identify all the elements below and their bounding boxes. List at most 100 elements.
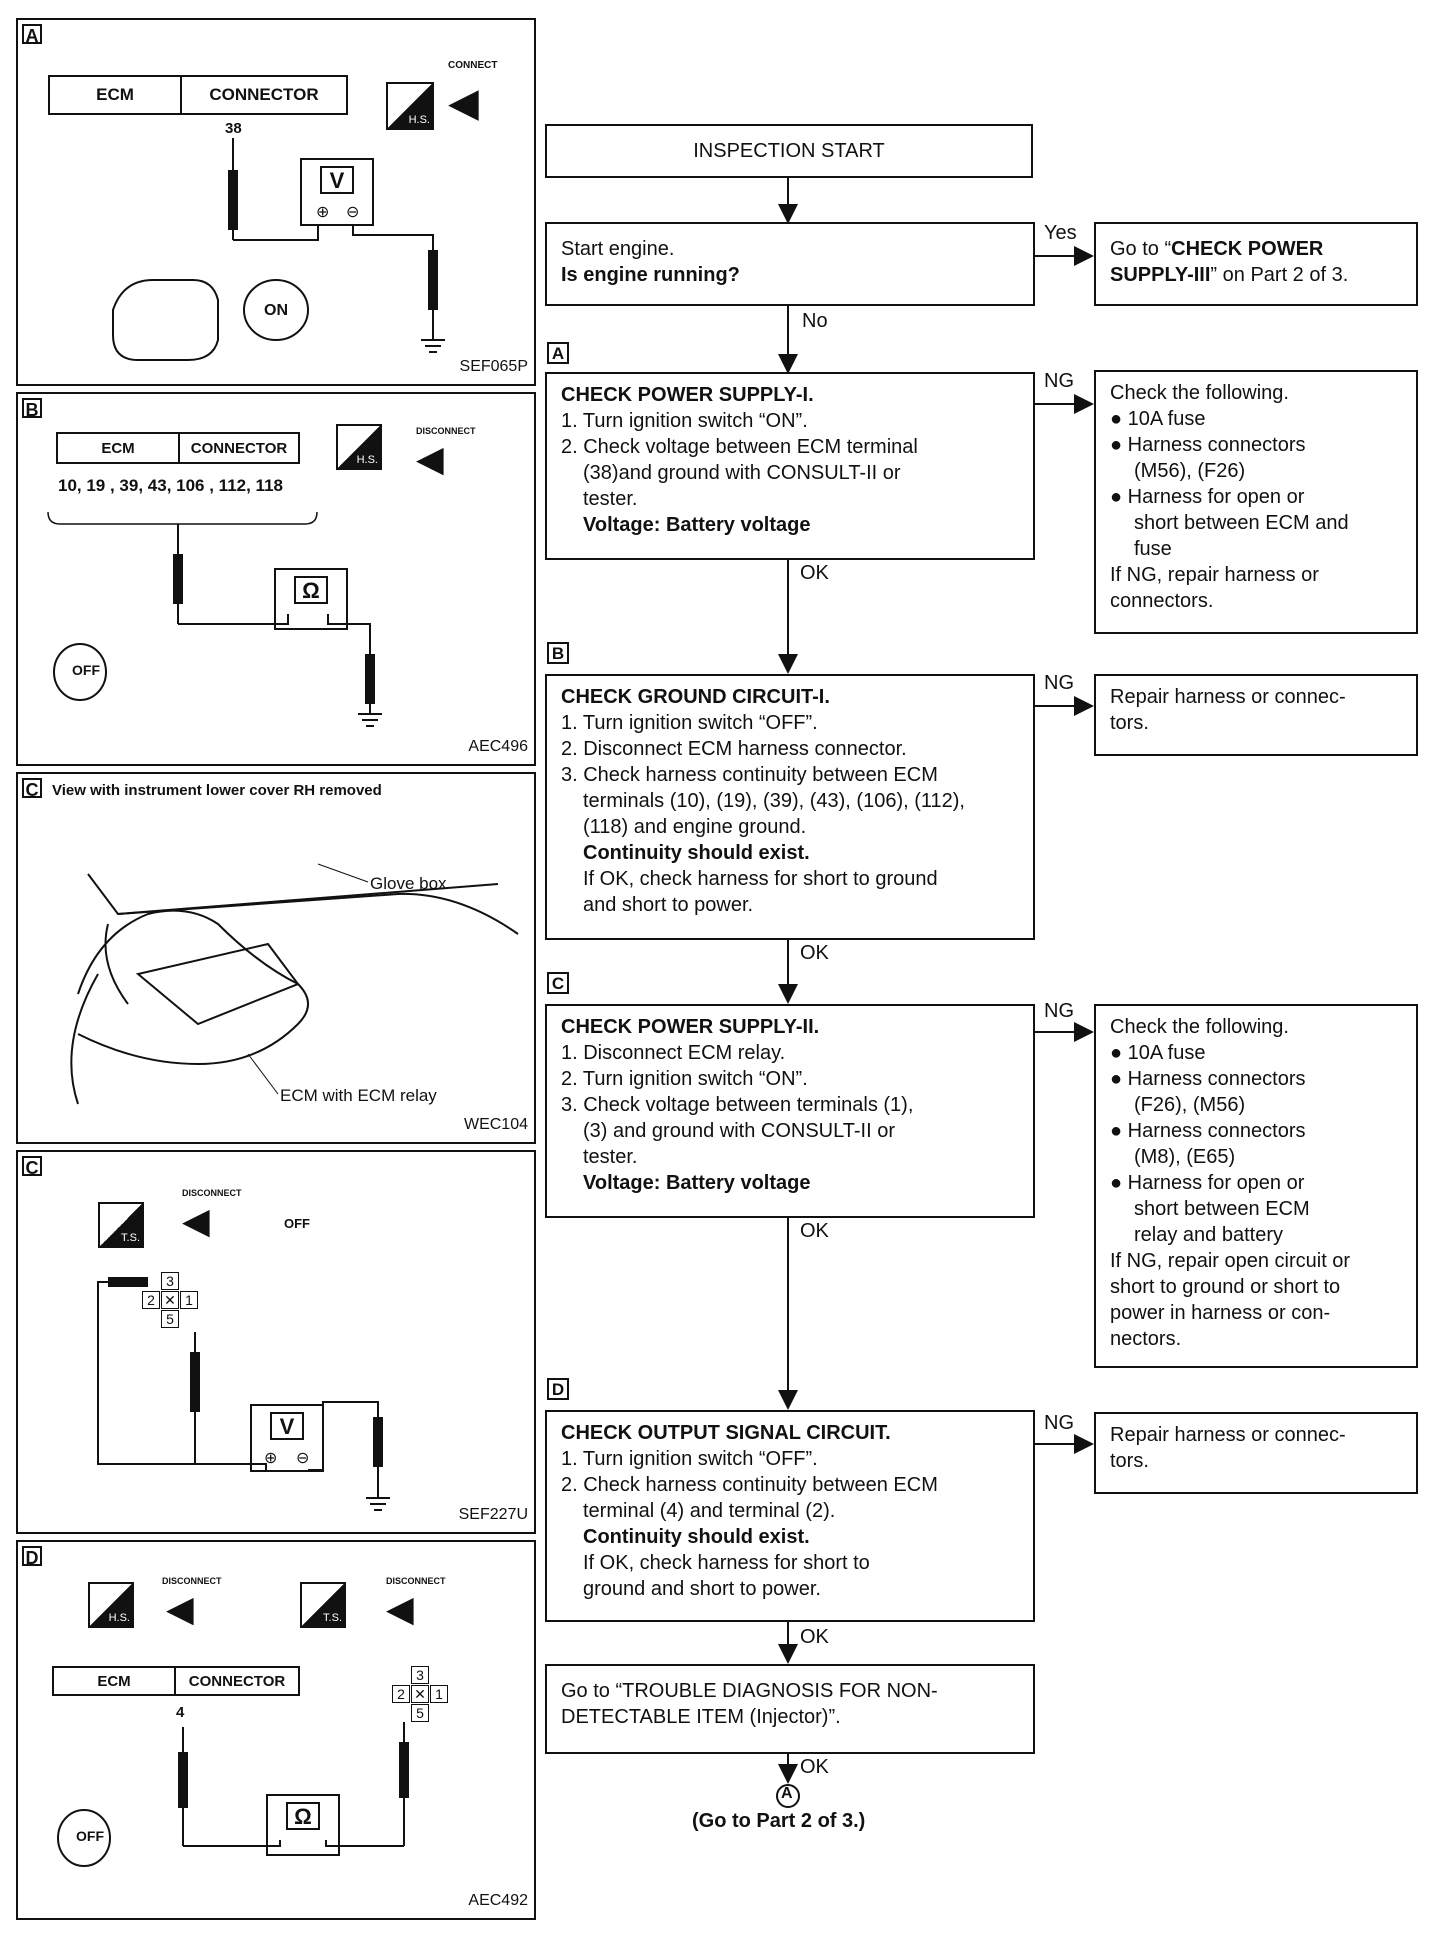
step-c-s3b: (3) and ground with CONSULT-II or: [583, 1120, 895, 1142]
harness-side-icon: H.S.: [88, 1582, 134, 1628]
inspection-start-label: INSPECTION START: [693, 140, 885, 162]
disconnect-label: DISCONNECT: [386, 1576, 446, 1586]
view-caption: View with instrument lower cover RH remo…: [52, 782, 382, 799]
inspection-start-box: INSPECTION START: [545, 124, 1033, 178]
step-b-s3b: terminals (10), (19), (39), (43), (106),…: [583, 790, 965, 812]
mode-label: H.S.: [408, 114, 430, 126]
connector-label: CONNECTOR: [188, 1672, 286, 1690]
ng-label-c: NG: [1044, 1000, 1074, 1022]
connector-plug-icon: ◀: [166, 1588, 194, 1629]
ignition-key-icon: OFF: [72, 662, 100, 678]
glove-box-label: Glove box: [370, 874, 447, 893]
step-a-s2c: tester.: [583, 488, 638, 510]
minus-terminal-icon: ⊖: [296, 1450, 310, 1467]
connect-label: CONNECT: [448, 60, 498, 71]
ng-b-box: Repair harness or connec- tors.: [1094, 674, 1418, 756]
step-d-title: CHECK OUTPUT SIGNAL CIRCUIT.: [561, 1422, 891, 1444]
goto-prefix: Go to “: [1110, 238, 1172, 260]
mode-label: T.S.: [121, 1232, 140, 1244]
ng-c-line: Check the following.: [1110, 1016, 1289, 1038]
step-a-s2b: (38)and ground with CONSULT-II or: [583, 462, 901, 484]
ng-a-line: fuse: [1134, 538, 1172, 560]
minus-terminal-icon: ⊖: [346, 204, 360, 221]
ng-c-line: nectors.: [1110, 1328, 1182, 1350]
panel-label: C: [22, 778, 42, 800]
terminal-side-icon: T.S.: [98, 1202, 144, 1248]
connector-plug-icon: ◀: [416, 438, 444, 479]
final-line2: DETECTABLE ITEM (Injector)”.: [561, 1706, 841, 1728]
ignition-key-icon: OFF: [76, 1828, 104, 1844]
step-d-s1: 1. Turn ignition switch “OFF”.: [561, 1448, 818, 1470]
ng-a-line: Check the following.: [1110, 382, 1289, 404]
mode-label: T.S.: [323, 1612, 342, 1624]
probe-wires: [97, 1277, 390, 1511]
connector-label: CONNECTOR: [190, 439, 288, 457]
go-to-part-2: (Go to Part 2 of 3.): [692, 1810, 866, 1832]
mode-label: H.S.: [356, 454, 378, 466]
ohmmeter: Ω: [274, 568, 348, 630]
ng-c-line: ● Harness connectors: [1110, 1068, 1306, 1090]
ng-c-line: relay and battery: [1134, 1224, 1283, 1246]
step-b-extra2: and short to power.: [583, 894, 754, 916]
ng-d-line: tors.: [1110, 1450, 1149, 1472]
relay-connector: 3 2 ✕ 1 5: [142, 1272, 202, 1332]
step-d-result: Continuity should exist.: [583, 1526, 810, 1548]
ok-label-a: OK: [800, 562, 829, 584]
panel-a: A ECM CONNECTOR 38 V ⊕ ⊖ ON H.S. CONNECT…: [16, 18, 536, 386]
step-c-s1: 1. Disconnect ECM relay.: [561, 1042, 786, 1064]
ignition-key-icon: ON: [264, 302, 288, 319]
step-a-s2: 2. Check voltage between ECM terminal: [561, 436, 918, 458]
panel-label: B: [22, 398, 42, 420]
ng-c-line: If NG, repair open circuit or: [1110, 1250, 1351, 1272]
ng-d-line: Repair harness or connec-: [1110, 1424, 1346, 1446]
step-b-marker: B: [547, 642, 569, 664]
figure-code: AEC492: [468, 1892, 528, 1909]
goto-power-supply-3-box: Go to “CHECK POWER SUPPLY-III” on Part 2…: [1094, 222, 1418, 306]
ecm-connector: ECM CONNECTOR: [56, 432, 300, 464]
panel-c-voltage: C T.S. DISCONNECT ◀ OFF 3 2 ✕ 1 5 V ⊕ ⊖ …: [16, 1150, 536, 1534]
ng-d-box: Repair harness or connec- tors.: [1094, 1412, 1418, 1494]
step-d-extra1: If OK, check harness for short to: [583, 1552, 870, 1574]
ng-a-line: (M56), (F26): [1134, 460, 1246, 482]
disconnect-label: DISCONNECT: [162, 1576, 222, 1586]
pin-5: 5: [161, 1310, 179, 1328]
connector-plug-icon: ◀: [448, 81, 479, 125]
ng-a-line: ● Harness for open or: [1110, 486, 1305, 508]
ng-a-line: connectors.: [1110, 590, 1214, 612]
terminal-number: 4: [176, 1704, 185, 1721]
voltmeter: V ⊕ ⊖: [250, 1404, 324, 1472]
ok-label-b: OK: [800, 942, 829, 964]
pin-3: 3: [161, 1272, 179, 1290]
step-b-title: CHECK GROUND CIRCUIT-I.: [561, 686, 830, 708]
ecm-relay-label: ECM with ECM relay: [280, 1086, 437, 1105]
ng-c-box: Check the following. ● 10A fuse ● Harnes…: [1094, 1004, 1418, 1368]
panel-label: C: [22, 1156, 42, 1178]
step-c-title: CHECK POWER SUPPLY-II.: [561, 1016, 820, 1038]
ng-c-line: (M8), (E65): [1134, 1146, 1236, 1168]
dashboard-illustration: [70, 863, 519, 1105]
relay-connector: 3 2 ✕ 1 5: [392, 1666, 452, 1726]
ng-c-line: short to ground or short to: [1110, 1276, 1341, 1298]
step-c-s3c: tester.: [583, 1146, 638, 1168]
ng-a-box: Check the following. ● 10A fuse ● Harnes…: [1094, 370, 1418, 634]
panel-label: D: [22, 1546, 42, 1568]
step-d-s2: 2. Check harness continuity between ECM: [561, 1474, 938, 1496]
probe-wires: [112, 138, 445, 361]
ng-c-line: (F26), (M56): [1134, 1094, 1246, 1116]
step-b-s3c: (118) and engine ground.: [583, 816, 807, 838]
ng-a-line: ● Harness connectors: [1110, 434, 1306, 456]
pin-x: ✕: [411, 1685, 429, 1703]
step-c-s3: 3. Check voltage between terminals (1),: [561, 1094, 914, 1116]
ecm-connector: ECM CONNECTOR: [52, 1666, 300, 1696]
ng-b-line: tors.: [1110, 712, 1149, 734]
mode-label: H.S.: [108, 1612, 130, 1624]
figure-code: SEF065P: [459, 358, 528, 375]
step-a-box: CHECK POWER SUPPLY-I. 1. Turn ignition s…: [545, 372, 1035, 560]
harness-side-icon: H.S.: [386, 82, 434, 130]
meter-face: V: [270, 1412, 304, 1440]
step-b-box: CHECK GROUND CIRCUIT-I. 1. Turn ignition…: [545, 674, 1035, 940]
step-a-s1: 1. Turn ignition switch “ON”.: [561, 410, 808, 432]
ok-label-d: OK: [800, 1626, 829, 1648]
pin-1: 1: [430, 1685, 448, 1703]
meter-face: Ω: [294, 576, 328, 604]
